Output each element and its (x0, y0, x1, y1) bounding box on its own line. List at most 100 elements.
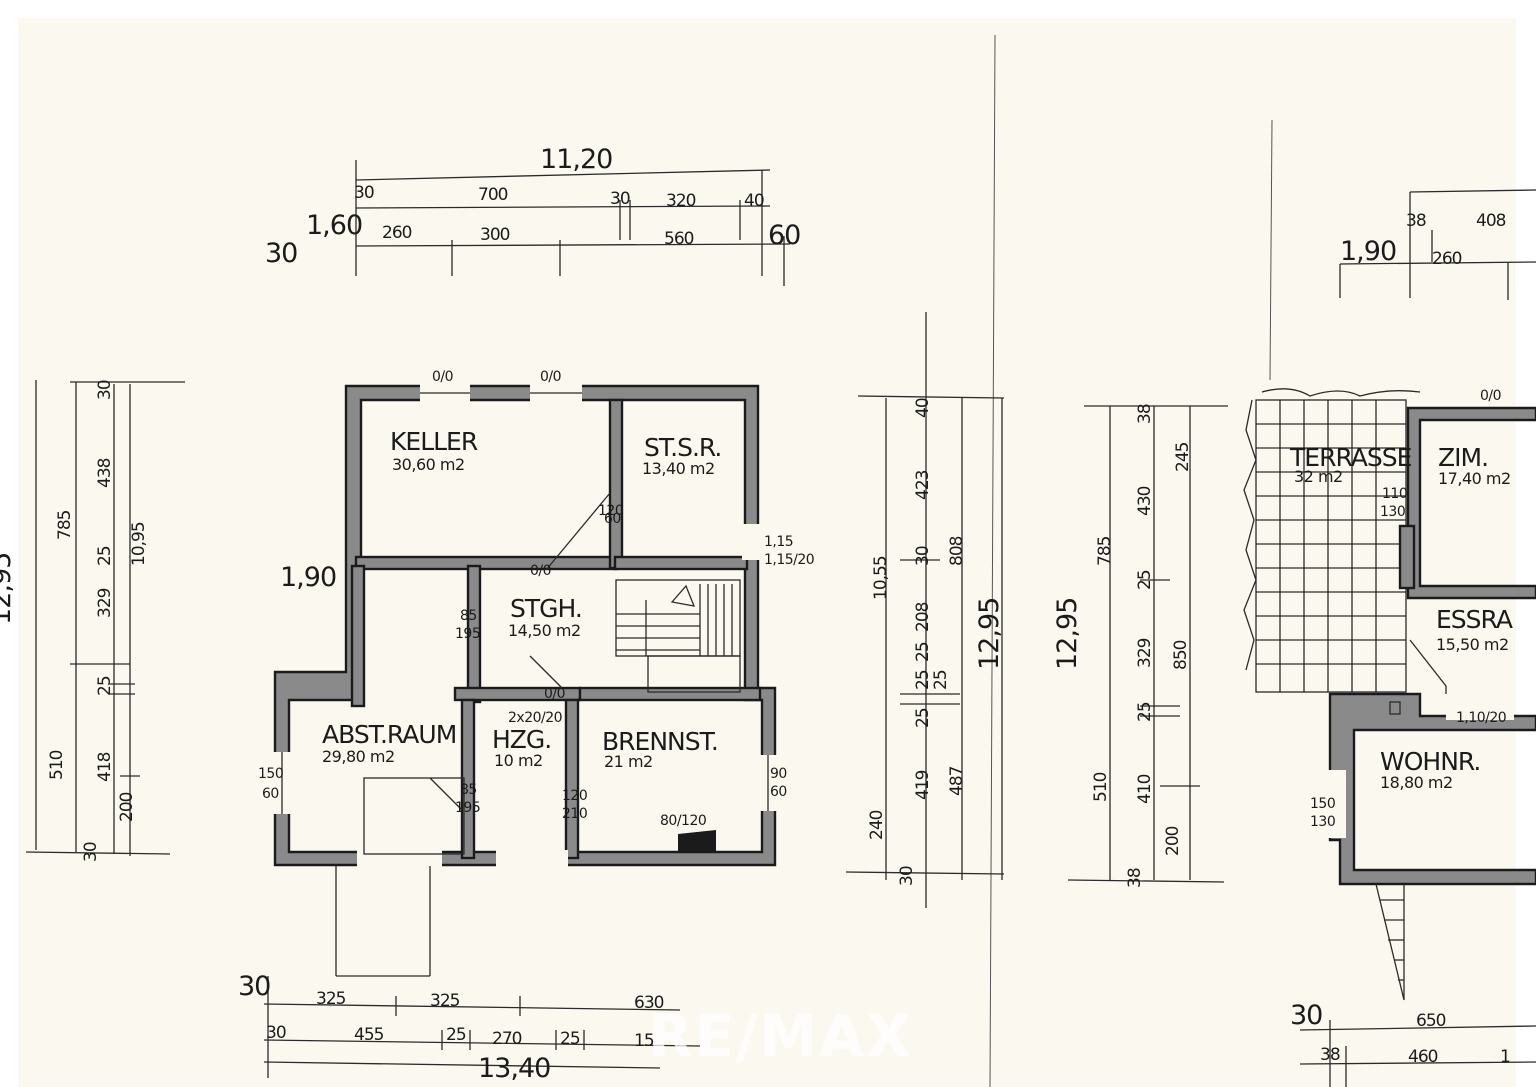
door-gap (357, 850, 442, 868)
room-name-wohnr: WOHNR. (1380, 747, 1480, 776)
mid-dim: 10,55 (871, 556, 891, 600)
opening-label: 80/120 (660, 813, 706, 829)
top-dim: 30 (265, 238, 297, 269)
right-dim: 25 (1135, 702, 1155, 722)
bottom-dim: 270 (492, 1029, 522, 1049)
opening-label: 85 (460, 608, 477, 624)
bottom-dim: 15 (634, 1031, 654, 1051)
left-dim: 418 (95, 752, 115, 782)
room-name-keller: KELLER (390, 427, 478, 456)
stair-arrow-icon (670, 584, 696, 607)
right-plan-dimension-lines (1299, 189, 1536, 1087)
right-plan-opening: 130 (1380, 504, 1405, 520)
room-name-brennst: BRENNST. (602, 727, 718, 756)
opening-label: 120 (598, 503, 623, 519)
right-plan-dim: 38 (1406, 211, 1426, 231)
window (1446, 702, 1514, 720)
room-name-abstraum: ABST.RAUM (322, 720, 456, 749)
opening-label: 0/0 (432, 369, 453, 385)
opening-label: 0/0 (540, 369, 561, 385)
window (742, 524, 762, 560)
stair-landing (647, 655, 741, 693)
left-dim: 329 (95, 588, 115, 618)
right-dim: 430 (1135, 486, 1155, 516)
room-area-stsr: 13,40 m2 (642, 459, 715, 478)
right-dim: 410 (1135, 774, 1155, 804)
right-dim: 850 (1171, 640, 1191, 670)
left-dim: 200 (117, 792, 137, 822)
right-plan-opening: 150 (1310, 796, 1335, 812)
opening-labels: 0/0 0/0 0/0 0/0 120 60 1,15 1,15/20 85 1… (258, 369, 815, 829)
stair-ramp (1375, 883, 1405, 1001)
right-plan-opening: 1,10/20 (1456, 710, 1506, 726)
opening-label: 120 (562, 788, 587, 804)
terrace-grid (1243, 388, 1421, 693)
left-dim: 25 (95, 676, 115, 696)
opening-label: 60 (262, 786, 279, 802)
room-name-stsr: ST.S.R. (644, 433, 721, 462)
top-dim: 300 (480, 225, 510, 245)
top-dimension-lines (355, 160, 791, 286)
right-dim: 25 (1135, 570, 1155, 590)
top-dim: 30 (354, 183, 374, 203)
wall-hzg-west (460, 698, 476, 860)
opening-label: 60 (604, 511, 621, 527)
bottom-dim: 30 (238, 971, 270, 1002)
bottom-dim: 630 (634, 993, 664, 1013)
right-plan-opening: 110 (1382, 486, 1407, 502)
right-plan-dim: 650 (1416, 1011, 1446, 1031)
right-dim: 510 (1091, 772, 1111, 802)
top-dim: 60 (768, 220, 800, 251)
right-dimension-lines (1067, 405, 1228, 883)
bottom-dim: 30 (266, 1023, 286, 1043)
window (1326, 770, 1346, 838)
opening-label: 90 (770, 766, 787, 782)
fold-line (989, 34, 996, 1087)
mid-dim: 419 (913, 770, 933, 800)
wall-stsr-south (613, 555, 749, 571)
vent (1389, 701, 1401, 715)
opening-label: 210 (562, 806, 587, 822)
wall-abst-north (350, 564, 366, 708)
bottom-dim: 25 (446, 1025, 466, 1045)
door-swings (363, 492, 716, 855)
room-area-stgh: 14,50 m2 (508, 621, 581, 640)
window-openings (272, 383, 778, 868)
right-plan-dim: 1,90 (1340, 236, 1396, 267)
top-dim: 1,60 (306, 210, 362, 241)
bottom-dim: 25 (560, 1029, 580, 1049)
room-area-keller: 30,60 m2 (392, 455, 465, 474)
left-dim: 438 (95, 458, 115, 488)
wall-keller-south (354, 555, 618, 571)
opening-label: 195 (455, 626, 480, 642)
room-name-hzg: HZG. (492, 725, 551, 754)
room-area-hzg: 10 m2 (494, 751, 543, 770)
left-dim: 10,95 (129, 522, 149, 566)
bottom-dim: 325 (430, 991, 460, 1011)
right-dim: 785 (1095, 536, 1115, 566)
mid-dim: 25 (913, 642, 933, 662)
wall (1406, 406, 1536, 600)
right-plan-dim: 408 (1476, 211, 1506, 231)
opening-label: 85 (460, 782, 477, 798)
room-area-zim: 17,40 m2 (1438, 469, 1511, 488)
opening-label: 150 (258, 766, 283, 782)
watermark-logo: RE/MAX (648, 1002, 913, 1070)
bottom-dimension-lines (263, 866, 701, 1078)
mid-dim: 40 (913, 398, 933, 418)
left-dim: 25 (95, 546, 115, 566)
wall-hzg-east (564, 698, 580, 860)
mid-total-dim: 12,95 (974, 598, 1005, 670)
left-dim: 30 (95, 380, 115, 400)
floor-plan-sheet: KELLER 30,60 m2 ST.S.R. 13,40 m2 STGH. 1… (0, 18, 1536, 1087)
opening-label: 60 (770, 784, 787, 800)
room-area-brennst: 21 m2 (604, 752, 653, 771)
fold-line (1269, 119, 1273, 381)
left-dim: 30 (81, 842, 101, 862)
top-dim: 260 (382, 223, 412, 243)
top-dim: 700 (478, 185, 508, 205)
mid-dim: 25 (913, 708, 933, 728)
bottom-total-dim: 13,40 (478, 1053, 550, 1084)
mid-dim: 808 (947, 536, 967, 566)
